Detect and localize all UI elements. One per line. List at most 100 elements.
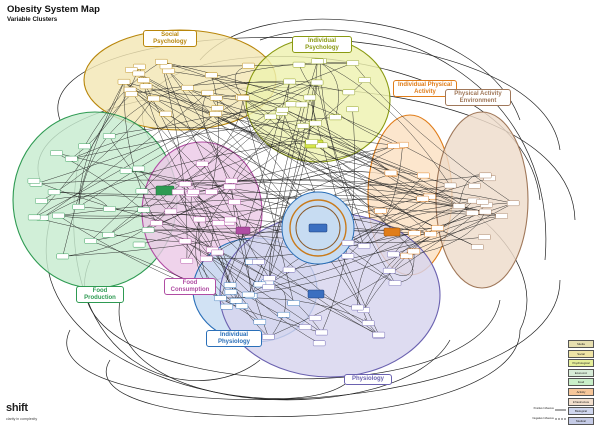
variable-node xyxy=(180,258,194,264)
variable-node xyxy=(201,89,214,96)
variable-node xyxy=(35,198,48,204)
variable-node xyxy=(72,204,85,210)
variable-link xyxy=(298,64,400,146)
variable-node xyxy=(65,155,78,162)
variable-node xyxy=(388,280,402,286)
variable-link xyxy=(90,108,218,242)
variable-link xyxy=(248,203,514,295)
map-subtitle: Variable Clusters xyxy=(7,16,58,23)
variable-link xyxy=(123,81,396,284)
variable-link xyxy=(317,61,339,118)
variable-node xyxy=(292,61,306,68)
variable-node xyxy=(309,120,322,127)
cluster-label-individual-physiology: Individual Physiology xyxy=(206,330,262,348)
variable-link xyxy=(165,62,353,67)
variable-node xyxy=(211,105,224,112)
variable-node xyxy=(400,252,413,259)
variable-link xyxy=(187,87,292,105)
variable-node xyxy=(52,212,65,219)
variable-link xyxy=(56,152,502,217)
variable-node xyxy=(236,95,250,101)
variable-link xyxy=(207,92,478,248)
variable-node xyxy=(139,83,153,90)
variable-link xyxy=(58,201,235,219)
variable-link xyxy=(71,117,336,159)
variable-node xyxy=(132,70,146,77)
variable-link xyxy=(71,109,283,159)
variable-link xyxy=(34,81,125,218)
variable-link xyxy=(320,60,365,247)
variable-node xyxy=(506,200,520,207)
legend-item: Biological xyxy=(568,407,594,416)
variable-node xyxy=(476,198,489,205)
variable-link xyxy=(138,73,415,234)
variable-link xyxy=(148,229,322,333)
cluster-label-physical-activity-environment: Physical Activity Environment xyxy=(445,89,511,107)
variable-node xyxy=(224,289,238,295)
variable-node xyxy=(479,208,492,215)
variable-link xyxy=(231,179,514,204)
negative-influence-key: Negative Influence xyxy=(532,417,555,420)
variable-link xyxy=(130,89,430,197)
variable-node xyxy=(155,58,168,65)
variable-link xyxy=(34,217,186,242)
variable-link xyxy=(71,66,140,159)
variable-node xyxy=(200,255,213,262)
variable-node xyxy=(416,195,429,202)
legend-item: Food xyxy=(568,378,594,387)
shift-logo: shift xyxy=(6,402,28,414)
variable-link xyxy=(211,75,414,252)
variable-node xyxy=(178,181,192,187)
variable-node xyxy=(303,94,317,101)
variable-node xyxy=(263,275,276,282)
variable-link xyxy=(177,191,232,292)
variable-link xyxy=(161,61,270,279)
variable-node xyxy=(103,206,116,212)
legend-item: Medical xyxy=(568,416,594,425)
variable-node xyxy=(150,220,163,227)
variable-link xyxy=(191,145,400,195)
variable-node xyxy=(361,320,375,326)
variable-node xyxy=(223,282,237,288)
variable-node xyxy=(311,58,324,65)
variable-link xyxy=(229,141,312,187)
variable-link xyxy=(153,98,400,146)
variable-node xyxy=(27,178,41,184)
cluster-label-individual-physical-activity: Individual Physical Activity xyxy=(393,80,457,98)
physiology-hub-node xyxy=(307,289,325,299)
variable-node xyxy=(135,188,149,195)
legend-item: Activity xyxy=(568,387,594,396)
variable-node xyxy=(181,84,194,91)
variable-node xyxy=(452,203,466,209)
variable-link xyxy=(56,152,237,301)
variable-node xyxy=(147,95,160,102)
variable-link xyxy=(207,92,392,173)
variable-link xyxy=(108,116,271,236)
variable-type-legend: Media Social Psychological Economic Food… xyxy=(568,340,594,426)
variable-node xyxy=(478,234,491,240)
variable-link xyxy=(143,209,379,335)
variable-node xyxy=(431,225,444,231)
legend-item: Economic xyxy=(568,368,594,377)
variable-node xyxy=(357,243,371,249)
variable-link xyxy=(363,144,403,247)
variable-node xyxy=(209,111,222,117)
variable-link xyxy=(357,232,415,308)
variable-node xyxy=(212,220,225,227)
variable-link xyxy=(109,126,322,146)
variable-link xyxy=(211,75,219,192)
variable-node xyxy=(164,208,178,215)
variable-node xyxy=(351,304,364,311)
variable-node xyxy=(50,150,63,156)
variable-node xyxy=(310,79,324,86)
cluster-label-physiology: Physiology xyxy=(344,374,392,385)
variable-node xyxy=(312,340,326,347)
variable-node xyxy=(479,172,492,179)
variable-link xyxy=(168,70,310,98)
variable-link xyxy=(78,206,415,234)
feedback-loop xyxy=(57,37,561,151)
shift-tagline: clarity in complexity xyxy=(6,417,38,421)
variable-node xyxy=(47,189,61,196)
variable-node xyxy=(341,240,355,246)
variable-node xyxy=(125,91,138,97)
